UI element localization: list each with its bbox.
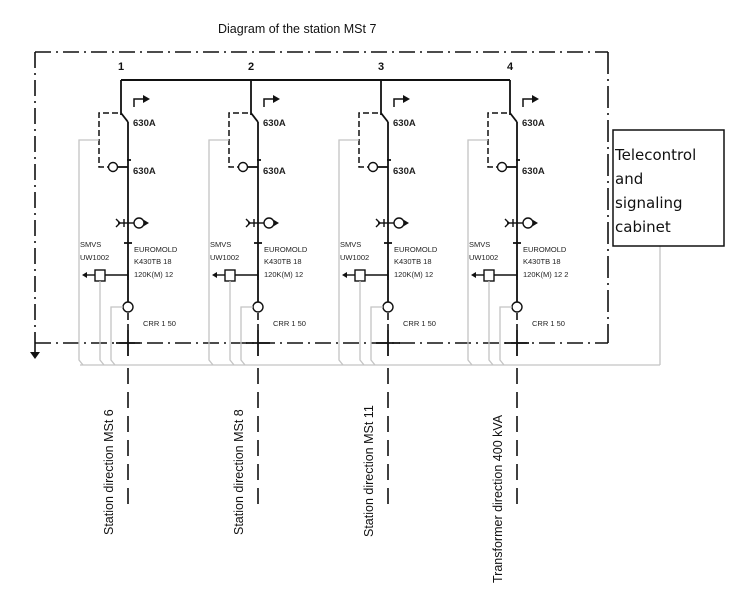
rating-bottom: 630A	[522, 166, 545, 177]
rating-bottom: 630A	[263, 166, 286, 177]
current-transformer-icon	[382, 301, 394, 313]
voltage-indicator-icon	[115, 217, 149, 229]
feeder-number: 4	[507, 61, 514, 73]
current-transformer-label: CRR 1 50	[143, 319, 176, 328]
cable-termination-label: EUROMOLD	[264, 245, 308, 254]
cable-termination-spec: 120K(M) 12	[264, 270, 303, 279]
feeder-number: 3	[378, 61, 384, 73]
rating-bottom: 630A	[133, 166, 156, 177]
feeder-direction-label: Transformer direction 400 kVA	[491, 414, 505, 583]
current-transformer-label: CRR 1 50	[273, 319, 306, 328]
signal-wiring	[80, 246, 661, 366]
cable-termination-spec: 120K(M) 12	[394, 270, 433, 279]
cable-termination-spec: 120K(M) 12	[134, 270, 173, 279]
feeder-2: 2 630A 630A SMVS UW1002 EUROMOLD K430TB 18 120K…	[208, 61, 308, 535]
surge-arrester-label: SMVS	[469, 240, 490, 249]
cable-termination-model: K430TB 18	[264, 257, 302, 266]
rating-top: 630A	[263, 118, 286, 129]
switch-operation-arrow-icon	[393, 95, 410, 107]
feeder-number: 1	[118, 61, 124, 73]
feeder-direction-label: Station direction MSt 6	[102, 409, 116, 535]
earthing-switch-icon	[367, 161, 379, 173]
feeder-direction-label: Station direction MSt 8	[232, 409, 246, 535]
cabinet-label-line-3: signaling	[615, 194, 683, 212]
surge-arrester-icon	[212, 269, 259, 282]
cable-termination-model: K430TB 18	[394, 257, 432, 266]
voltage-indicator-icon	[504, 217, 538, 229]
voltage-indicator-icon	[375, 217, 409, 229]
feeder-1: 1 630A 630A SMVS UW1002 EUROMOLD K430TB 18 120K…	[78, 61, 178, 535]
ground-arrow-icon	[30, 343, 40, 359]
current-transformer-icon	[122, 301, 134, 313]
current-transformer-icon	[511, 301, 523, 313]
surge-arrester-model: UW1002	[80, 253, 109, 262]
cable-termination-label: EUROMOLD	[134, 245, 178, 254]
earthing-switch-icon	[237, 161, 249, 173]
earthing-switch-icon	[107, 161, 119, 173]
cabinet-label-line-4: cabinet	[615, 218, 671, 236]
rating-top: 630A	[133, 118, 156, 129]
cabinet-label-line-2: and	[615, 170, 643, 188]
voltage-indicator-icon	[245, 217, 279, 229]
feeder-4: 4 630A 630A SMVS UW1002 EUROMOLD K430TB 18 120K…	[467, 61, 568, 583]
rating-bottom: 630A	[393, 166, 416, 177]
rating-top: 630A	[522, 118, 545, 129]
cable-termination-model: K430TB 18	[523, 257, 561, 266]
diagram-title: Diagram of the station MSt 7	[218, 22, 376, 36]
telecontrol-cabinet: Telecontrol and signaling cabinet	[612, 129, 725, 247]
current-transformer-label: CRR 1 50	[532, 319, 565, 328]
surge-arrester-model: UW1002	[469, 253, 498, 262]
feeder-direction-label: Station direction MSt 11	[362, 405, 376, 537]
current-transformer-icon	[252, 301, 264, 313]
cable-termination-label: EUROMOLD	[394, 245, 438, 254]
cable-termination-model: K430TB 18	[134, 257, 172, 266]
cabinet-label-line-1: Telecontrol	[614, 146, 696, 164]
surge-arrester-label: SMVS	[340, 240, 361, 249]
current-transformer-label: CRR 1 50	[403, 319, 436, 328]
switch-operation-arrow-icon	[263, 95, 280, 107]
surge-arrester-label: SMVS	[210, 240, 231, 249]
switch-operation-arrow-icon	[522, 95, 539, 107]
cable-termination-label: EUROMOLD	[523, 245, 567, 254]
surge-arrester-model: UW1002	[210, 253, 239, 262]
earthing-switch-icon	[496, 161, 508, 173]
surge-arrester-icon	[342, 269, 389, 282]
surge-arrester-label: SMVS	[80, 240, 101, 249]
feeder-3: 3 630A 630A SMVS UW1002 EUROMOLD K430TB 18 120K…	[338, 61, 438, 537]
feeder-number: 2	[248, 61, 254, 73]
surge-arrester-icon	[471, 269, 518, 282]
surge-arrester-model: UW1002	[340, 253, 369, 262]
surge-arrester-icon	[82, 269, 129, 282]
cable-termination-spec: 120K(M) 12 2	[523, 270, 568, 279]
rating-top: 630A	[393, 118, 416, 129]
switch-operation-arrow-icon	[133, 95, 150, 107]
